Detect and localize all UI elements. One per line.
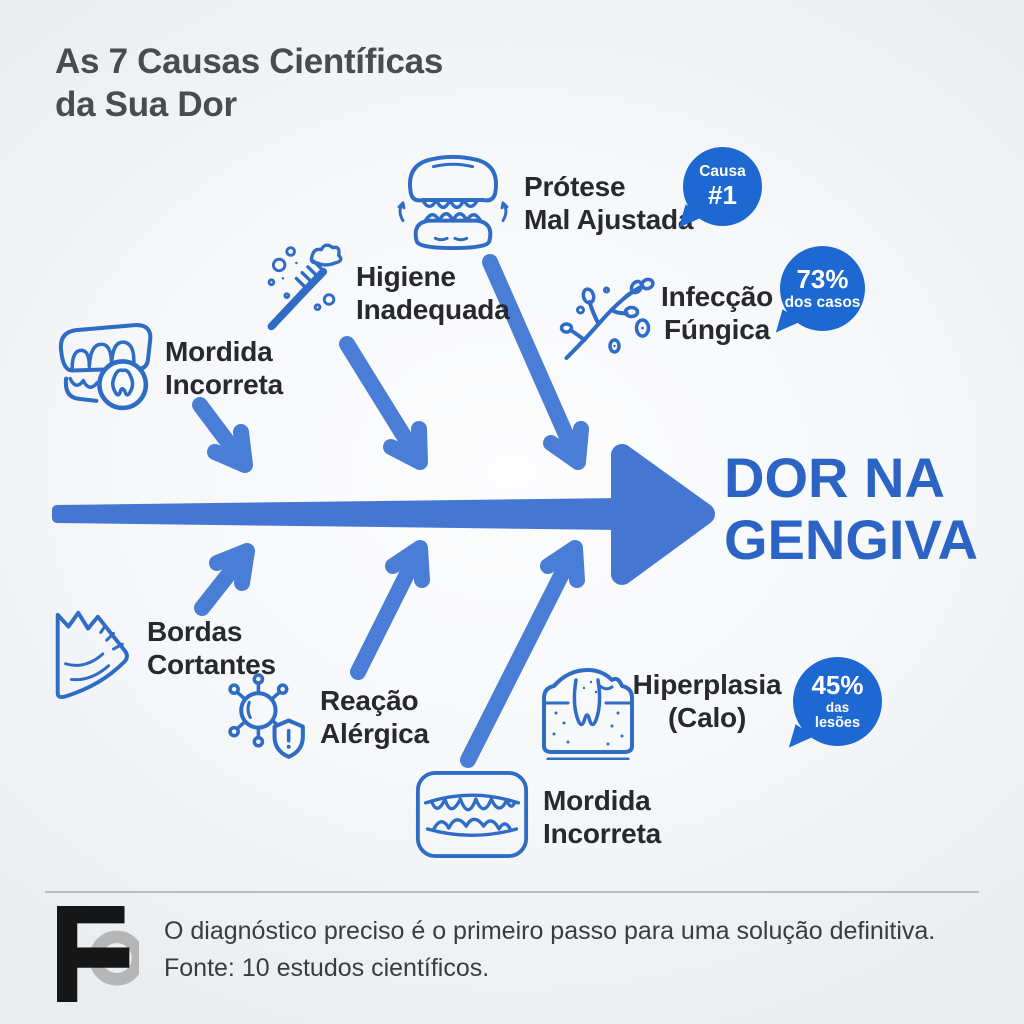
toothbrush-icon [258,240,354,336]
label-mordida-top-line1: Mordida [165,336,273,367]
branch-arrow-reacao [350,540,430,680]
label-protese-line1: Prótese [524,171,626,202]
result-line1: DOR NA [724,446,945,509]
footer-divider [45,891,979,893]
page-title: As 7 Causas Científicas da Sua Dor [55,40,443,127]
label-higiene-line1: Higiene [356,261,456,292]
footer-text: O diagnóstico preciso é o primeiro passo… [164,913,935,986]
label-higiene-line2: Inadequada [356,293,510,325]
label-reacao: Reação Alérgica [320,685,429,751]
label-reacao-line2: Alérgica [320,717,429,749]
dentures-icon [414,768,530,861]
label-bordas-line1: Bordas [147,616,243,647]
badge-45-percent-value: 45% [811,670,864,701]
label-hiperplasia: Hiperplasia (Calo) [627,669,787,735]
fungus-icon [556,266,662,364]
label-mordida-bottom-line1: Mordida [543,785,651,816]
result-line2: GENGIVA [724,507,979,571]
footer-source: Fonte: 10 estudos científicos. [164,953,490,982]
badge-45-percent: 45% das lesões [793,657,882,746]
badge-45-percent-label2: lesões [814,715,861,732]
label-protese: Prótese Mal Ajustada [524,171,693,237]
label-mordida-top-line2: Incorreta [165,368,284,400]
page-title-line2: da Sua Dor [55,85,237,125]
label-infeccao-line2: Fúngica [664,313,770,345]
label-infeccao: Infecção Fúngica [652,281,782,347]
label-reacao-line1: Reação [320,685,419,716]
badge-causa-1: Causa #1 [683,147,762,226]
label-hiperplasia-line1: Hiperplasia [632,669,782,700]
branch-arrow-protese [482,254,589,470]
label-protese-line2: Mal Ajustada [524,203,694,235]
broken-tooth-icon [44,603,137,703]
branch-arrow-mordida-bottom [460,540,585,768]
badge-causa-1-value: #1 [708,180,737,211]
denture-icon [394,150,512,252]
badge-45-percent-label1: das [825,699,850,715]
footer-tagline: O diagnóstico preciso é o primeiro passo… [164,917,936,945]
label-higiene: Higiene Inadequada [356,261,510,327]
gum-cross-section-icon [538,658,638,760]
label-mordida-top: Mordida Incorreta [165,336,283,402]
branch-arrow-higiene [339,336,428,470]
allergen-shield-icon [222,672,318,767]
label-infeccao-line1: Infecção [661,281,773,312]
badge-causa-1-label: Causa [699,163,746,181]
misaligned-teeth-icon [54,320,160,413]
label-hiperplasia-line2: (Calo) [667,701,747,733]
spine-arrowhead [611,444,715,585]
label-bordas: Bordas Cortantes [147,616,276,682]
spine-arrow [52,498,627,530]
page-title-line1: As 7 Causas Científicas [55,42,443,81]
label-bordas-line2: Cortantes [147,648,276,680]
fo-logo [57,906,145,1003]
badge-73-percent: 73% dos casos [780,246,865,331]
result-text: DOR NA GENGIVA [724,447,978,570]
badge-73-percent-label: dos casos [784,293,861,311]
branch-arrow-bordas [194,543,255,616]
badge-73-percent-value: 73% [796,264,849,295]
label-mordida-bottom: Mordida Incorreta [543,785,661,851]
label-mordida-bottom-line2: Incorreta [543,817,662,849]
branch-arrow-mordida-top [192,397,253,473]
